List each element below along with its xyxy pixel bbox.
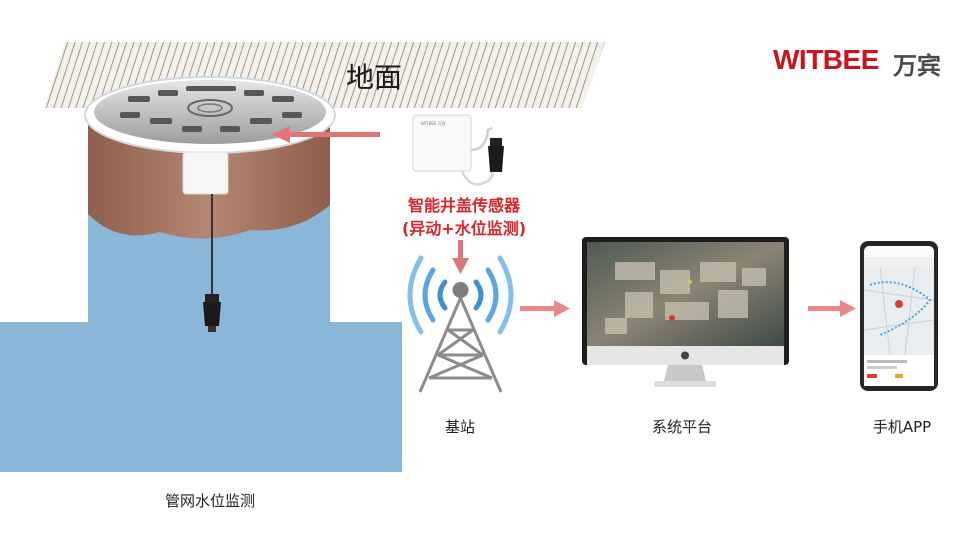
arrow-station-to-platform	[520, 300, 570, 317]
arrow-platform-to-app	[808, 300, 856, 317]
arrow-to-cover	[272, 126, 380, 143]
base-station-tower	[407, 255, 514, 393]
water-body	[0, 180, 402, 472]
arrow-to-tower	[452, 240, 469, 274]
manhole-cover	[84, 76, 336, 154]
caption-mobile-app: 手机APP	[872, 418, 932, 436]
sensor-device	[412, 114, 504, 186]
sensor-device-text: WITBEE 万宾	[421, 121, 446, 126]
mounted-sensor	[182, 151, 229, 332]
platform-monitor	[582, 237, 789, 387]
sensor-label: 智能井盖传感器 (异动+水位监测)	[386, 194, 542, 240]
caption-base-station: 基站	[444, 418, 475, 436]
mobile-phone	[860, 241, 938, 391]
sensor-title: 智能井盖传感器	[407, 196, 520, 215]
brand-logo-latin: WITBEE	[773, 44, 879, 75]
caption-system-platform: 系统平台	[651, 418, 712, 436]
sensor-subtitle: (异动+水位监测)	[401, 219, 527, 238]
ground-label: 地面	[346, 61, 403, 94]
brand-logo-cjk: 万宾	[893, 52, 941, 80]
caption-pipe-water-level: 管网水位监测	[164, 492, 255, 510]
